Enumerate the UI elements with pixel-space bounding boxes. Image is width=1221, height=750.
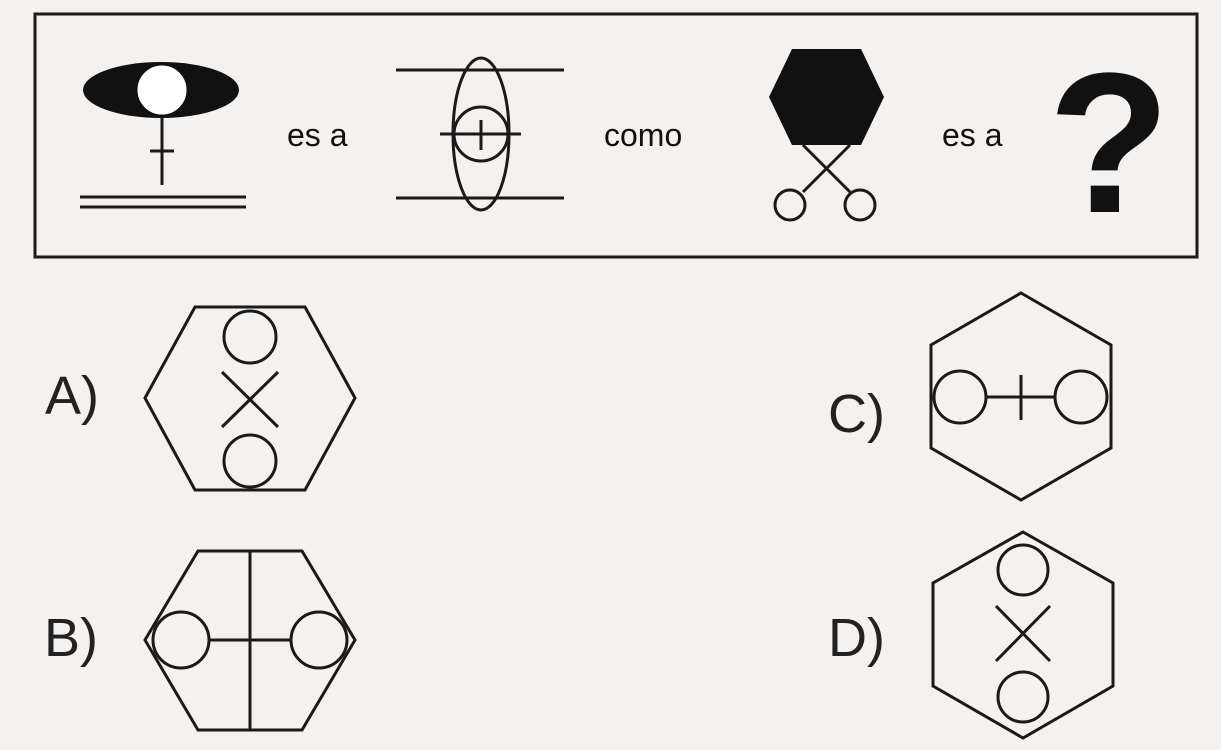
question-frame xyxy=(33,12,1199,259)
option-d-figure xyxy=(931,530,1115,740)
option-c-label: C) xyxy=(828,384,885,444)
option-b-label: B) xyxy=(44,608,98,668)
option-a-label: A) xyxy=(45,366,99,426)
figure-3 xyxy=(769,49,884,222)
option-d-label: D) xyxy=(828,608,885,668)
option-c-figure xyxy=(929,291,1113,502)
option-a[interactable]: A) xyxy=(45,305,357,492)
question-mark: ? xyxy=(1048,32,1170,255)
connector-es-a-1: es a xyxy=(287,117,348,153)
option-d[interactable]: D) xyxy=(828,530,1115,740)
figure-2 xyxy=(396,56,564,212)
option-c[interactable]: C) xyxy=(828,291,1113,502)
option-a-figure xyxy=(143,305,357,492)
figure-1 xyxy=(80,62,246,209)
connector-es-a-2: es a xyxy=(942,117,1003,153)
option-b[interactable]: B) xyxy=(44,549,357,732)
option-b-figure xyxy=(143,549,357,732)
connector-como: como xyxy=(604,117,682,153)
